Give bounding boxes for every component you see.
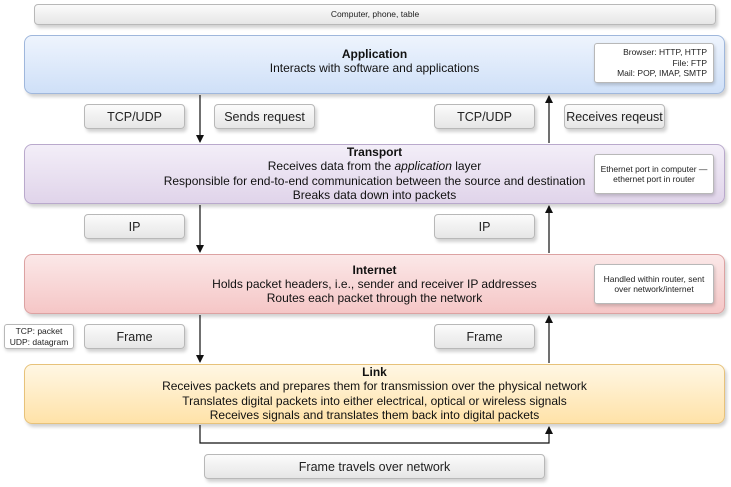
application-line: Interacts with software and applications — [269, 61, 480, 76]
note-line: over network/internet — [614, 284, 694, 294]
protocol-label: TCP/UDP — [107, 109, 162, 124]
link-line-3: Receives signals and translates them bac… — [209, 408, 540, 423]
link-line-2: Translates digital packets into either e… — [182, 393, 567, 408]
action-label: Sends request — [224, 109, 305, 124]
network-box: Frame travels over network — [204, 454, 545, 479]
internet-note: Handled within router, sent over network… — [594, 264, 714, 304]
right-frame-box: Frame — [434, 324, 535, 349]
transport-line-1: Receives data from the application layer — [267, 159, 482, 174]
application-title: Application — [341, 47, 408, 62]
right-ip-box: IP — [434, 214, 535, 239]
left-tcpudp-box: TCP/UDP — [84, 104, 185, 129]
protocol-label: TCP/UDP — [457, 109, 512, 124]
protocol-label: IP — [478, 219, 491, 234]
note-line: File: FTP — [672, 57, 707, 68]
devices-label: Computer, phone, table — [330, 9, 420, 20]
protocol-label: IP — [128, 219, 141, 234]
internet-title: Internet — [352, 262, 397, 277]
note-line: TCP: packet — [15, 326, 63, 336]
action-label: Receives reqeust — [566, 109, 663, 124]
receives-request-box: Receives reqeust — [564, 104, 665, 129]
transport-line-2: Responsible for end-to-end communication… — [163, 173, 586, 188]
link-line-1: Receives packets and prepares them for t… — [162, 379, 587, 394]
note-line: Ethernet port in computer — — [600, 163, 708, 174]
transport-line-3: Breaks data down into packets — [292, 188, 457, 203]
internet-line-2: Routes each packet through the network — [266, 291, 483, 305]
link-layer: Link Receives packets and prepares them … — [24, 364, 725, 424]
internet-line-1: Holds packet headers, i.e., sender and r… — [212, 276, 537, 291]
note-line: UDP: datagram — [9, 336, 69, 347]
note-line: Mail: POP, IMAP, SMTP — [617, 68, 707, 79]
transport-title: Transport — [346, 145, 403, 160]
protocol-label: Frame — [466, 329, 503, 344]
note-line: Handled within router, sent — [603, 273, 705, 284]
note-line: ethernet port in router — [613, 174, 695, 184]
sends-request-box: Sends request — [214, 104, 315, 129]
devices-box: Computer, phone, table — [34, 4, 716, 25]
transport-note: Ethernet port in computer — ethernet por… — [594, 154, 714, 194]
left-frame-box: Frame — [84, 324, 185, 349]
packet-datagram-note: TCP: packet UDP: datagram — [4, 324, 74, 349]
note-line: Browser: HTTP, HTTP — [623, 47, 707, 58]
left-ip-box: IP — [84, 214, 185, 239]
link-title: Link — [362, 365, 387, 380]
network-label: Frame travels over network — [298, 459, 451, 474]
right-tcpudp-box: TCP/UDP — [434, 104, 535, 129]
protocol-label: Frame — [116, 329, 153, 344]
application-protocols-note: Browser: HTTP, HTTP File: FTP Mail: POP,… — [594, 43, 714, 83]
network-loop-arrow — [199, 425, 553, 444]
